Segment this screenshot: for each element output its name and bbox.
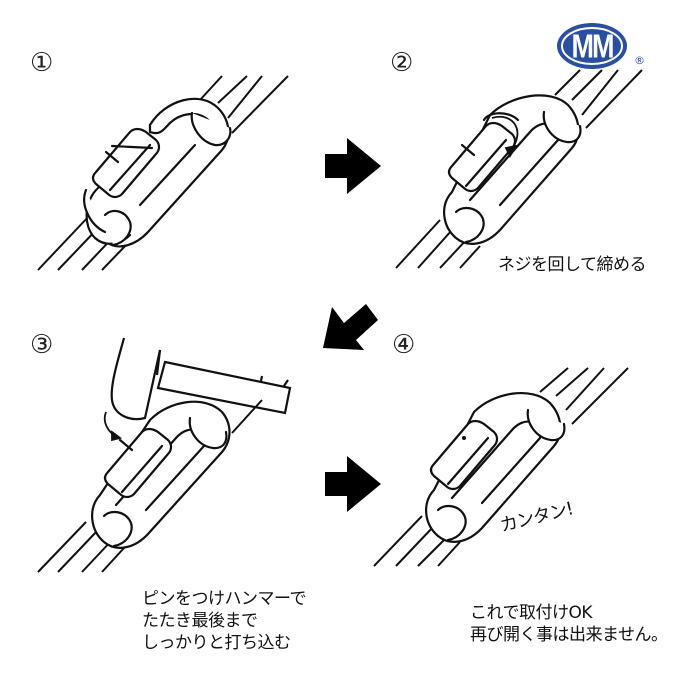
- step-1-number: ①: [30, 48, 54, 78]
- step-1-illustration: [37, 75, 289, 271]
- step-3-caption: ピンをつけハンマーで たたき最後まで しっかりと打ち込む: [142, 588, 306, 654]
- quick-link: [83, 97, 232, 248]
- caption-line: しっかりと打ち込む: [142, 633, 291, 653]
- step-4-illustration: [373, 367, 629, 567]
- step-2-illustration: [395, 69, 643, 269]
- caption-line: たたき最後まで: [142, 611, 258, 631]
- arrow-down-left-icon: [323, 304, 378, 350]
- brand-logo: MM: [556, 22, 628, 70]
- quick-link: [443, 94, 582, 245]
- hammer-icon: [110, 337, 292, 421]
- step-3-number: ③: [30, 330, 54, 360]
- caption-line: 再び開く事は出来ません。: [470, 625, 668, 645]
- registered-mark: ®: [634, 54, 645, 67]
- pin-head-icon: [462, 436, 466, 440]
- step-4-caption: これで取付けOK 再び開く事は出来ません。: [470, 602, 668, 646]
- step-4-number: ④: [392, 330, 416, 360]
- strike-arrow-icon: [103, 411, 123, 442]
- step-2-number: ②: [390, 48, 414, 78]
- caption-line: これで取付けOK: [470, 603, 593, 623]
- arrow-right-icon: [325, 456, 381, 512]
- chain-strands: [373, 367, 629, 567]
- arrow-right-icon: [325, 138, 381, 194]
- logo-text: MM: [571, 26, 615, 65]
- caption-line: ピンをつけハンマーで: [142, 589, 306, 609]
- step-3-illustration: [37, 337, 292, 573]
- caption-line: ネジを回して締める: [498, 255, 647, 275]
- step-2-caption: ネジを回して締める: [498, 254, 647, 276]
- quick-link: [91, 400, 231, 549]
- rotate-arrow-icon: [491, 115, 519, 158]
- quick-link: [425, 391, 566, 543]
